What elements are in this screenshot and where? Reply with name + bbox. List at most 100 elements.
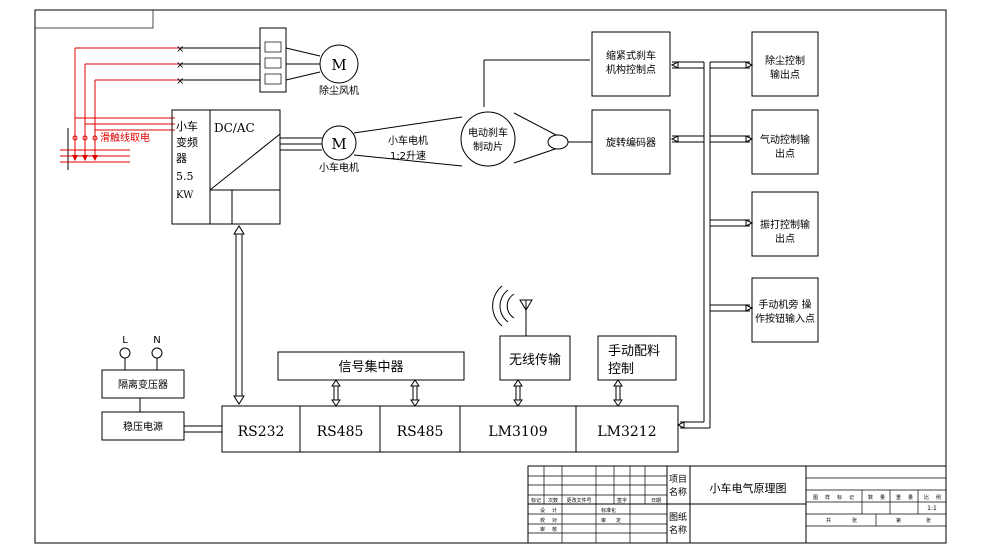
wireless-label: 无线传输 (509, 352, 561, 368)
cart-motor-icon (321, 125, 357, 161)
manual-batch-line2: 控制 (608, 362, 634, 377)
svg-text:×: × (176, 60, 184, 71)
signal-hub-box (277, 351, 465, 381)
tb-meta-8: 比 (924, 494, 929, 501)
pneumatic-out-line1: 气动控制输 (760, 133, 810, 146)
tb-scale: 1:1 (927, 505, 937, 512)
pneumatic-out-box (751, 109, 819, 175)
comm-bus (221, 405, 679, 453)
belt-ratio-label: 1:2升速 (390, 150, 426, 162)
encoder-box (591, 109, 671, 175)
tb-meta-6: 重 (896, 494, 901, 501)
brake-point-line2: 机构控制点 (606, 63, 656, 76)
tb-rev-count: 次数 (548, 497, 558, 504)
tb-design-3: 标准化 (601, 507, 616, 514)
inverter-name-0: 小车 (176, 119, 198, 133)
brake-point-line1: 缩紧式刹车 (606, 49, 656, 62)
tb-meta-4: 数 (868, 494, 873, 501)
tb-rev-file: 更改文件号 (566, 497, 591, 504)
brake-line2: 制动片 (473, 140, 503, 153)
inverter-name-3: 5.5 (176, 170, 194, 183)
vibrate-out-box (751, 191, 819, 257)
svg-text:×: × (176, 44, 184, 55)
tb-check-4: 定 (616, 517, 621, 524)
manual-batch-box (597, 335, 677, 381)
corner-tab (34, 9, 154, 29)
vibrate-out-line2: 出点 (775, 232, 795, 245)
tb-drawing-title: 小车电气原理图 (710, 481, 787, 495)
tb-design-1: 设 (540, 507, 545, 514)
drawing-border (34, 9, 947, 544)
tb-drawing-label-2: 名称 (669, 524, 687, 536)
control-bus-lines (670, 61, 754, 429)
cart-motor-label: 小车电机 (319, 161, 359, 174)
wireless-box (499, 335, 571, 381)
inverter-block (171, 109, 281, 225)
tb-project-label-1: 项目 (669, 474, 687, 485)
bus-rs485-a: RS485 (317, 424, 364, 440)
power-terminals (119, 347, 222, 433)
brake-point-box (591, 31, 671, 97)
bus-lm3212: LM3212 (597, 424, 656, 440)
title-block (527, 465, 947, 544)
tb-drawing-label-1: 图纸 (669, 511, 687, 523)
manual-in-line2: 作按钮输入点 (755, 312, 815, 325)
transformer-box (101, 369, 185, 399)
tb-check-1: 校 (540, 517, 545, 524)
tb-meta-7: 量 (908, 494, 913, 501)
tb-sheet-no: 第 (896, 517, 901, 524)
fan-motor-icon (319, 44, 359, 84)
svg-text:×: × (176, 76, 184, 87)
tb-meta-3: 记 (849, 494, 854, 501)
regulator-box (101, 411, 185, 441)
signal-hub-label: 信号集中器 (338, 359, 403, 375)
manual-batch-line1: 手动配料 (608, 344, 660, 359)
tb-meta-5: 量 (880, 494, 885, 501)
tb-audit-1: 审 (540, 526, 545, 533)
wireless-link (513, 379, 523, 407)
inverter-name-4: KW (176, 190, 194, 201)
bus-rs232: RS232 (238, 424, 285, 440)
tb-sheet-unit: 张 (852, 517, 857, 524)
inverter-rs232-link (233, 225, 245, 405)
tb-sheet-unit2: 张 (926, 517, 931, 524)
dust-out-line2: 输出点 (770, 68, 800, 81)
hub-links (331, 379, 420, 407)
tb-rev-date: 日期 (651, 498, 661, 504)
tb-meta-0: 图 (813, 495, 818, 501)
brake-disc-icon (460, 111, 516, 167)
rail-label: 滑触线取电 (100, 131, 150, 144)
power-l: L (122, 335, 128, 346)
inverter-name-2: 器 (176, 152, 187, 165)
belt-top-label: 小车电机 (388, 134, 428, 147)
motor-feed (280, 137, 322, 151)
vibrate-out-line1: 振打控制输 (760, 218, 810, 231)
bus-rs485-b: RS485 (397, 424, 444, 440)
transformer-label: 隔离变压器 (118, 378, 168, 391)
brake-line1: 电动刹车 (468, 126, 508, 139)
inverter-name-1: 变频 (176, 135, 198, 149)
tb-design-2: 计 (552, 507, 557, 514)
belt-drive (353, 59, 592, 167)
tb-rev-sign: 签字 (617, 497, 627, 504)
fan-breakers: × × × (176, 27, 321, 93)
tb-sheet-total: 共 (826, 517, 831, 524)
power-n: N (153, 335, 160, 346)
manual-in-line1: 手动机旁 操 (758, 298, 811, 311)
power-rail (60, 47, 180, 170)
inverter-dc-ac: DC/AC (214, 121, 255, 135)
tb-meta-2: 标 (837, 494, 842, 501)
fan-label: 除尘风机 (319, 84, 359, 97)
tb-check-2: 对 (552, 517, 557, 524)
tb-meta-9: 例 (936, 494, 941, 501)
dust-out-box (751, 31, 819, 97)
fan-motor-symbol: M (331, 56, 346, 74)
antenna-icon (492, 285, 533, 336)
encoder-label: 旋转编码器 (606, 136, 656, 149)
encoder-pulley-icon (547, 134, 569, 150)
dust-out-line1: 除尘控制 (765, 54, 805, 67)
pneumatic-out-line2: 出点 (775, 147, 795, 160)
manual-batch-link (613, 379, 623, 407)
cart-motor-symbol: M (331, 135, 346, 153)
